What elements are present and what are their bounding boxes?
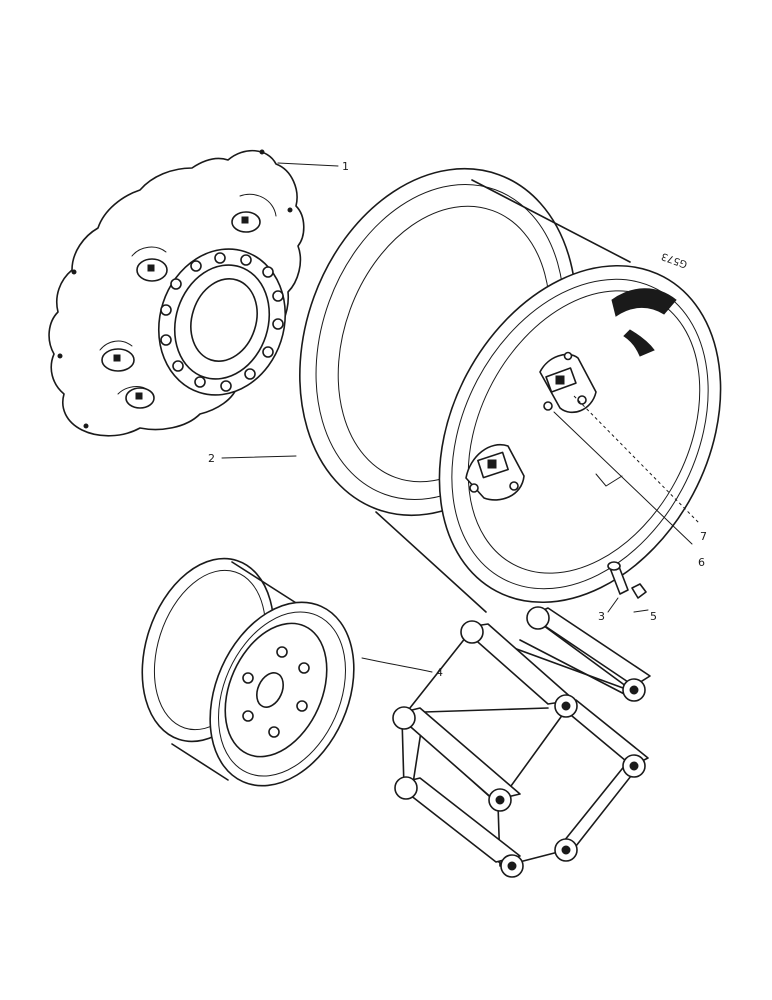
- reference-code: G573: [660, 250, 689, 270]
- small-wheel-rim: [141, 557, 355, 787]
- large-wheel-rim: [299, 167, 722, 613]
- leader-lines: [221, 162, 701, 673]
- hub-stud-holes: [160, 252, 284, 392]
- rim-bracket-upper: [539, 351, 597, 414]
- callout-5: 5: [650, 610, 657, 623]
- callout-7: 7: [700, 530, 707, 543]
- bolt: [607, 561, 629, 595]
- nut: [631, 583, 647, 599]
- callout-1: 1: [342, 160, 349, 173]
- rim-clip: [595, 473, 623, 487]
- callout-4: 4: [436, 666, 443, 679]
- callout-2: 2: [208, 452, 215, 465]
- callout-3: 3: [598, 610, 605, 623]
- rim-bracket-lower: [465, 443, 525, 501]
- callout-6: 6: [698, 556, 705, 569]
- wheel-centre-disc: [48, 149, 305, 437]
- strake-cage-wheel: [392, 606, 651, 878]
